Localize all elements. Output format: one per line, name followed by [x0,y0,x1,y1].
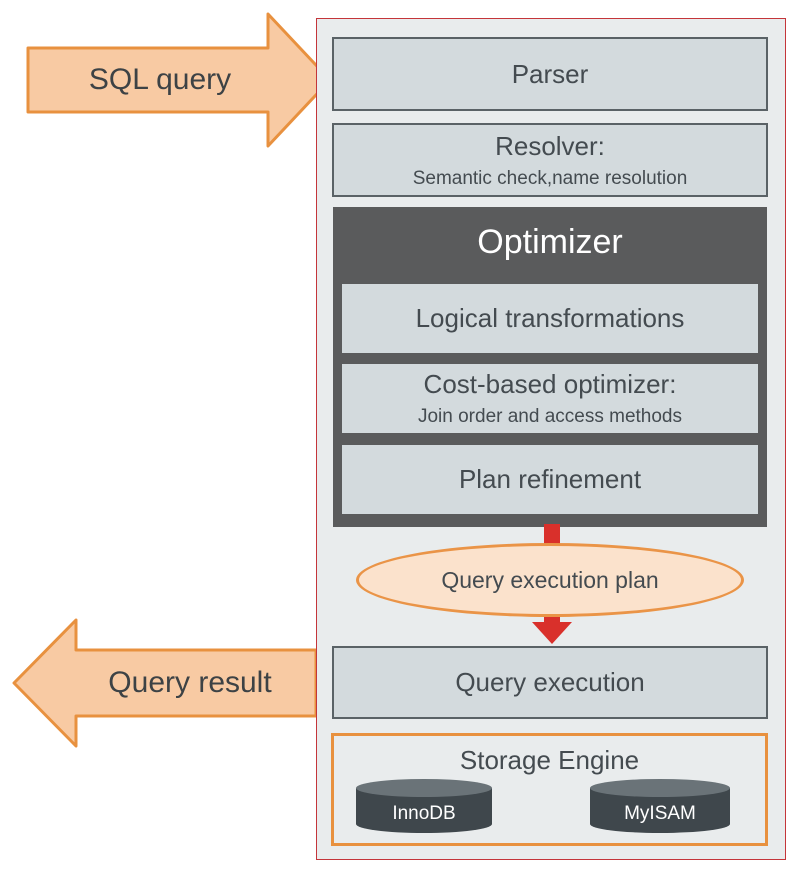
storage-engine-title: Storage Engine [459,744,640,775]
query-execution-box: Query execution [332,646,768,719]
cost-based-optimizer-title: Cost-based optimizer: [423,369,677,399]
database-cylinders: InnoDB MyISAM [356,779,730,833]
myisam-label: MyISAM [624,803,696,824]
cost-based-optimizer-subtitle: Join order and access methods [417,406,683,427]
resolver-box: Resolver: Semantic check,name resolution [332,123,768,197]
sql-query-label: SQL query [88,63,232,96]
logical-transformations-box: Logical transformations [340,282,760,355]
resolver-subtitle: Semantic check,name resolution [412,167,688,189]
parser-label: Parser [511,58,589,89]
myisam-database-icon: MyISAM [590,779,730,833]
plan-refinement-label: Plan refinement [458,464,642,494]
logical-transformations-label: Logical transformations [415,303,685,333]
cost-based-optimizer-box: Cost-based optimizer: Join order and acc… [340,362,760,435]
innodb-label: InnoDB [392,803,455,824]
parser-box: Parser [332,37,768,111]
optimizer-title: Optimizer [477,222,623,261]
innodb-database-icon: InnoDB [356,779,492,833]
query-execution-plan-ellipse: Query execution plan [356,543,744,617]
plan-refinement-box: Plan refinement [340,443,760,516]
resolver-title: Resolver: [495,130,605,161]
sql-query-arrow [12,12,332,748]
query-execution-plan-label: Query execution plan [441,566,659,593]
query-result-label: Query result [108,666,272,699]
query-execution-label: Query execution [455,667,645,697]
